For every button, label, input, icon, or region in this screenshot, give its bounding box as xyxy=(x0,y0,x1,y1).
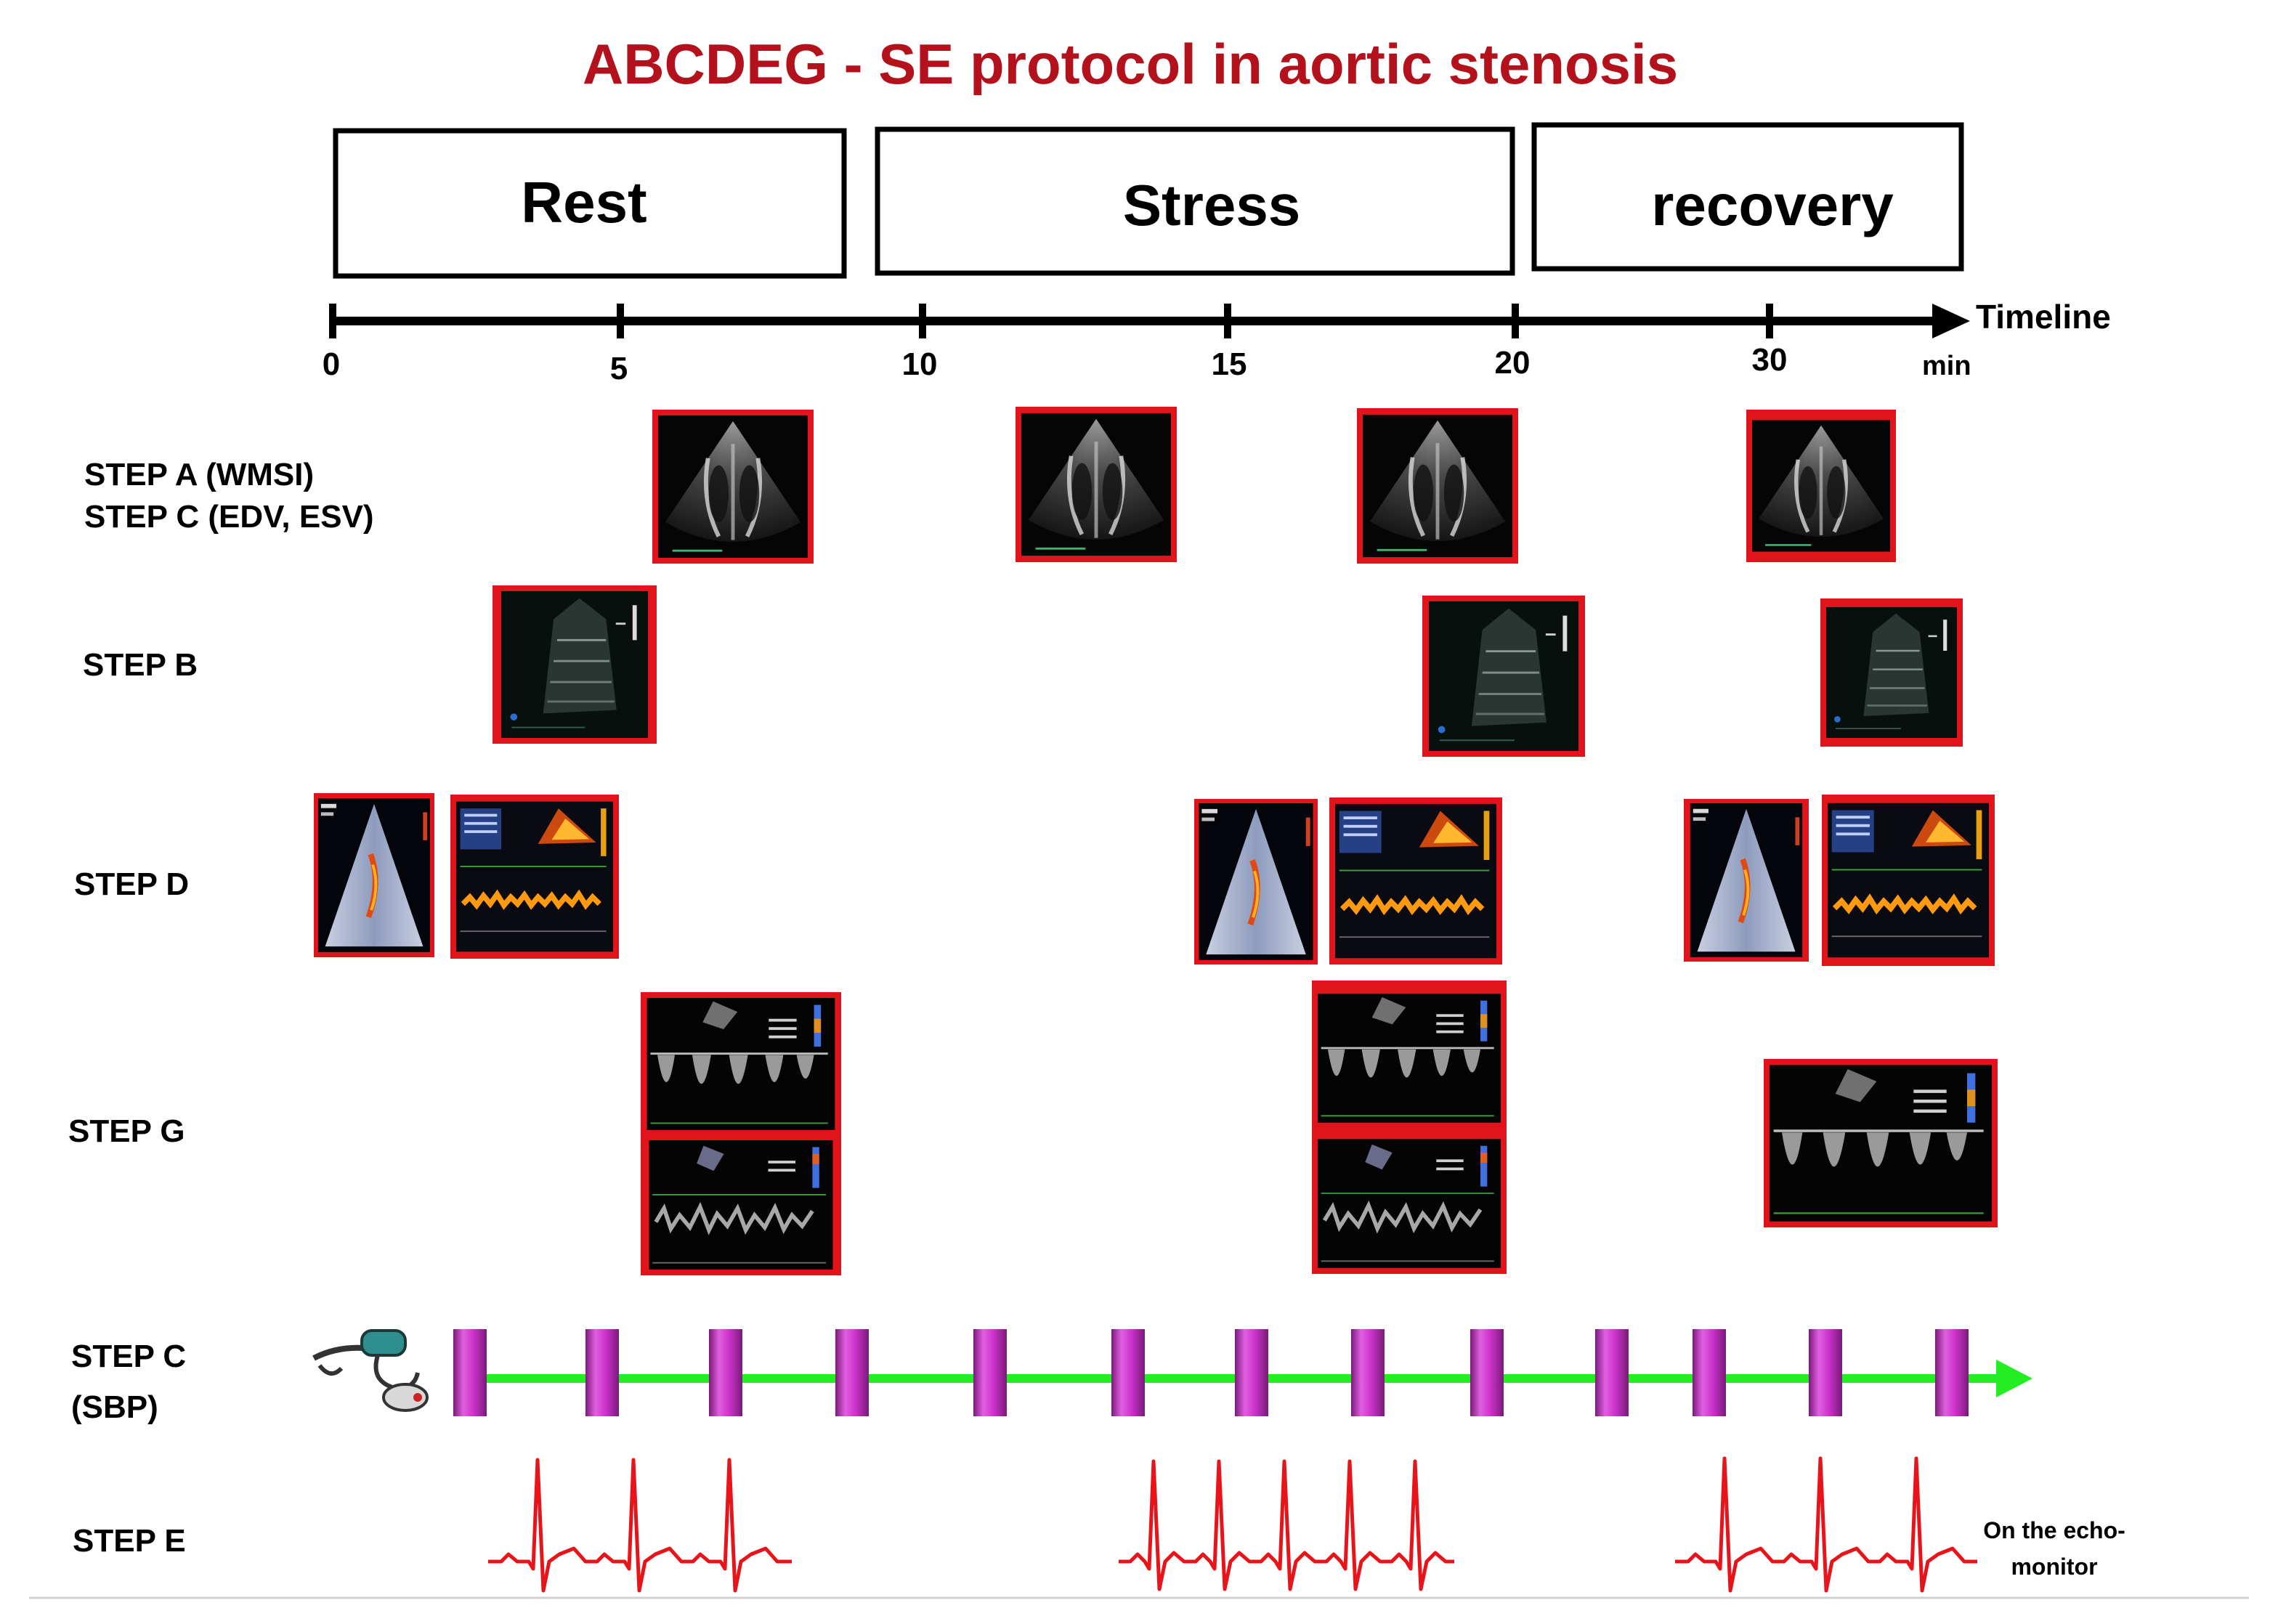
tick-label: 10 xyxy=(902,346,938,382)
step-label-a-c: STEP C (EDV, ESV) xyxy=(84,499,374,535)
page-title: ABCDEG - SE protocol in aortic stenosis xyxy=(583,32,1678,96)
phase-label: recovery xyxy=(1651,173,1894,237)
ecg-trace-icon xyxy=(1675,1456,1977,1593)
lung-ultrasound-image xyxy=(1422,596,1585,757)
sbp-marker xyxy=(585,1329,619,1416)
phase-label: Rest xyxy=(521,170,646,235)
sbp-marker xyxy=(709,1329,742,1416)
sbp-marker xyxy=(1351,1329,1385,1416)
sbp-marker xyxy=(1935,1329,1969,1416)
ecg-trace-icon xyxy=(488,1458,792,1593)
step-label-c-sbp-unit: (SBP) xyxy=(71,1389,158,1425)
sbp-marker xyxy=(1235,1329,1268,1416)
sbp-measurement-markers xyxy=(453,1329,1969,1416)
pw-doppler-image xyxy=(1312,1133,1507,1274)
color-doppler-image xyxy=(1684,799,1809,962)
doppler-spectral-image xyxy=(450,795,619,959)
step-label-c-sbp: STEP C xyxy=(71,1339,186,1374)
cw-doppler-image xyxy=(1764,1059,1998,1227)
cw-doppler-image xyxy=(641,992,841,1136)
sbp-marker xyxy=(453,1329,487,1416)
sbp-marker xyxy=(835,1329,869,1416)
pw-doppler-image xyxy=(641,1134,841,1275)
ecg-trace-icon xyxy=(1119,1459,1454,1591)
color-doppler-image xyxy=(1194,799,1318,965)
phase-label: Stress xyxy=(1123,173,1301,237)
echo-image-apical xyxy=(1357,408,1518,564)
phase-recovery: recovery xyxy=(1531,122,1964,272)
phase-stress: Stress xyxy=(875,126,1515,276)
step-label-g: STEP G xyxy=(68,1113,185,1149)
sbp-marker xyxy=(1111,1329,1145,1416)
tick-label: 0 xyxy=(323,346,340,382)
sbp-marker xyxy=(1809,1329,1842,1416)
sbp-marker xyxy=(1470,1329,1504,1416)
step-label-e: STEP E xyxy=(73,1523,186,1559)
tick-label: 30 xyxy=(1752,342,1788,378)
echo-image-apical xyxy=(1746,410,1896,562)
doppler-spectral-image xyxy=(1822,795,1995,966)
timeline-axis xyxy=(329,304,1970,338)
phase-rest: Rest xyxy=(333,128,847,279)
tick-label: 15 xyxy=(1212,346,1247,382)
sbp-marker xyxy=(1693,1329,1726,1416)
echo-monitor-note: monitor xyxy=(2011,1554,2097,1580)
cw-doppler-image xyxy=(1312,981,1507,1136)
step-label-b: STEP B xyxy=(83,647,198,683)
step-label-a: STEP A (WMSI) xyxy=(84,457,314,492)
doppler-spectral-image xyxy=(1329,797,1502,965)
sbp-marker xyxy=(1595,1329,1629,1416)
sbp-marker xyxy=(973,1329,1007,1416)
blood-pressure-cuff-icon xyxy=(312,1329,429,1412)
timeline-label: Timeline xyxy=(1976,298,2111,336)
timeline-unit: min xyxy=(1922,351,1971,381)
lung-ultrasound-image xyxy=(1820,598,1963,747)
color-doppler-image xyxy=(314,793,434,957)
echo-image-apical xyxy=(1016,407,1177,562)
lung-ultrasound-image xyxy=(493,585,657,744)
echo-image-apical xyxy=(652,410,814,564)
tick-label: 20 xyxy=(1495,345,1531,381)
tick-label: 5 xyxy=(610,351,628,386)
echo-monitor-note: On the echo- xyxy=(1983,1517,2125,1543)
step-label-d: STEP D xyxy=(74,866,189,902)
